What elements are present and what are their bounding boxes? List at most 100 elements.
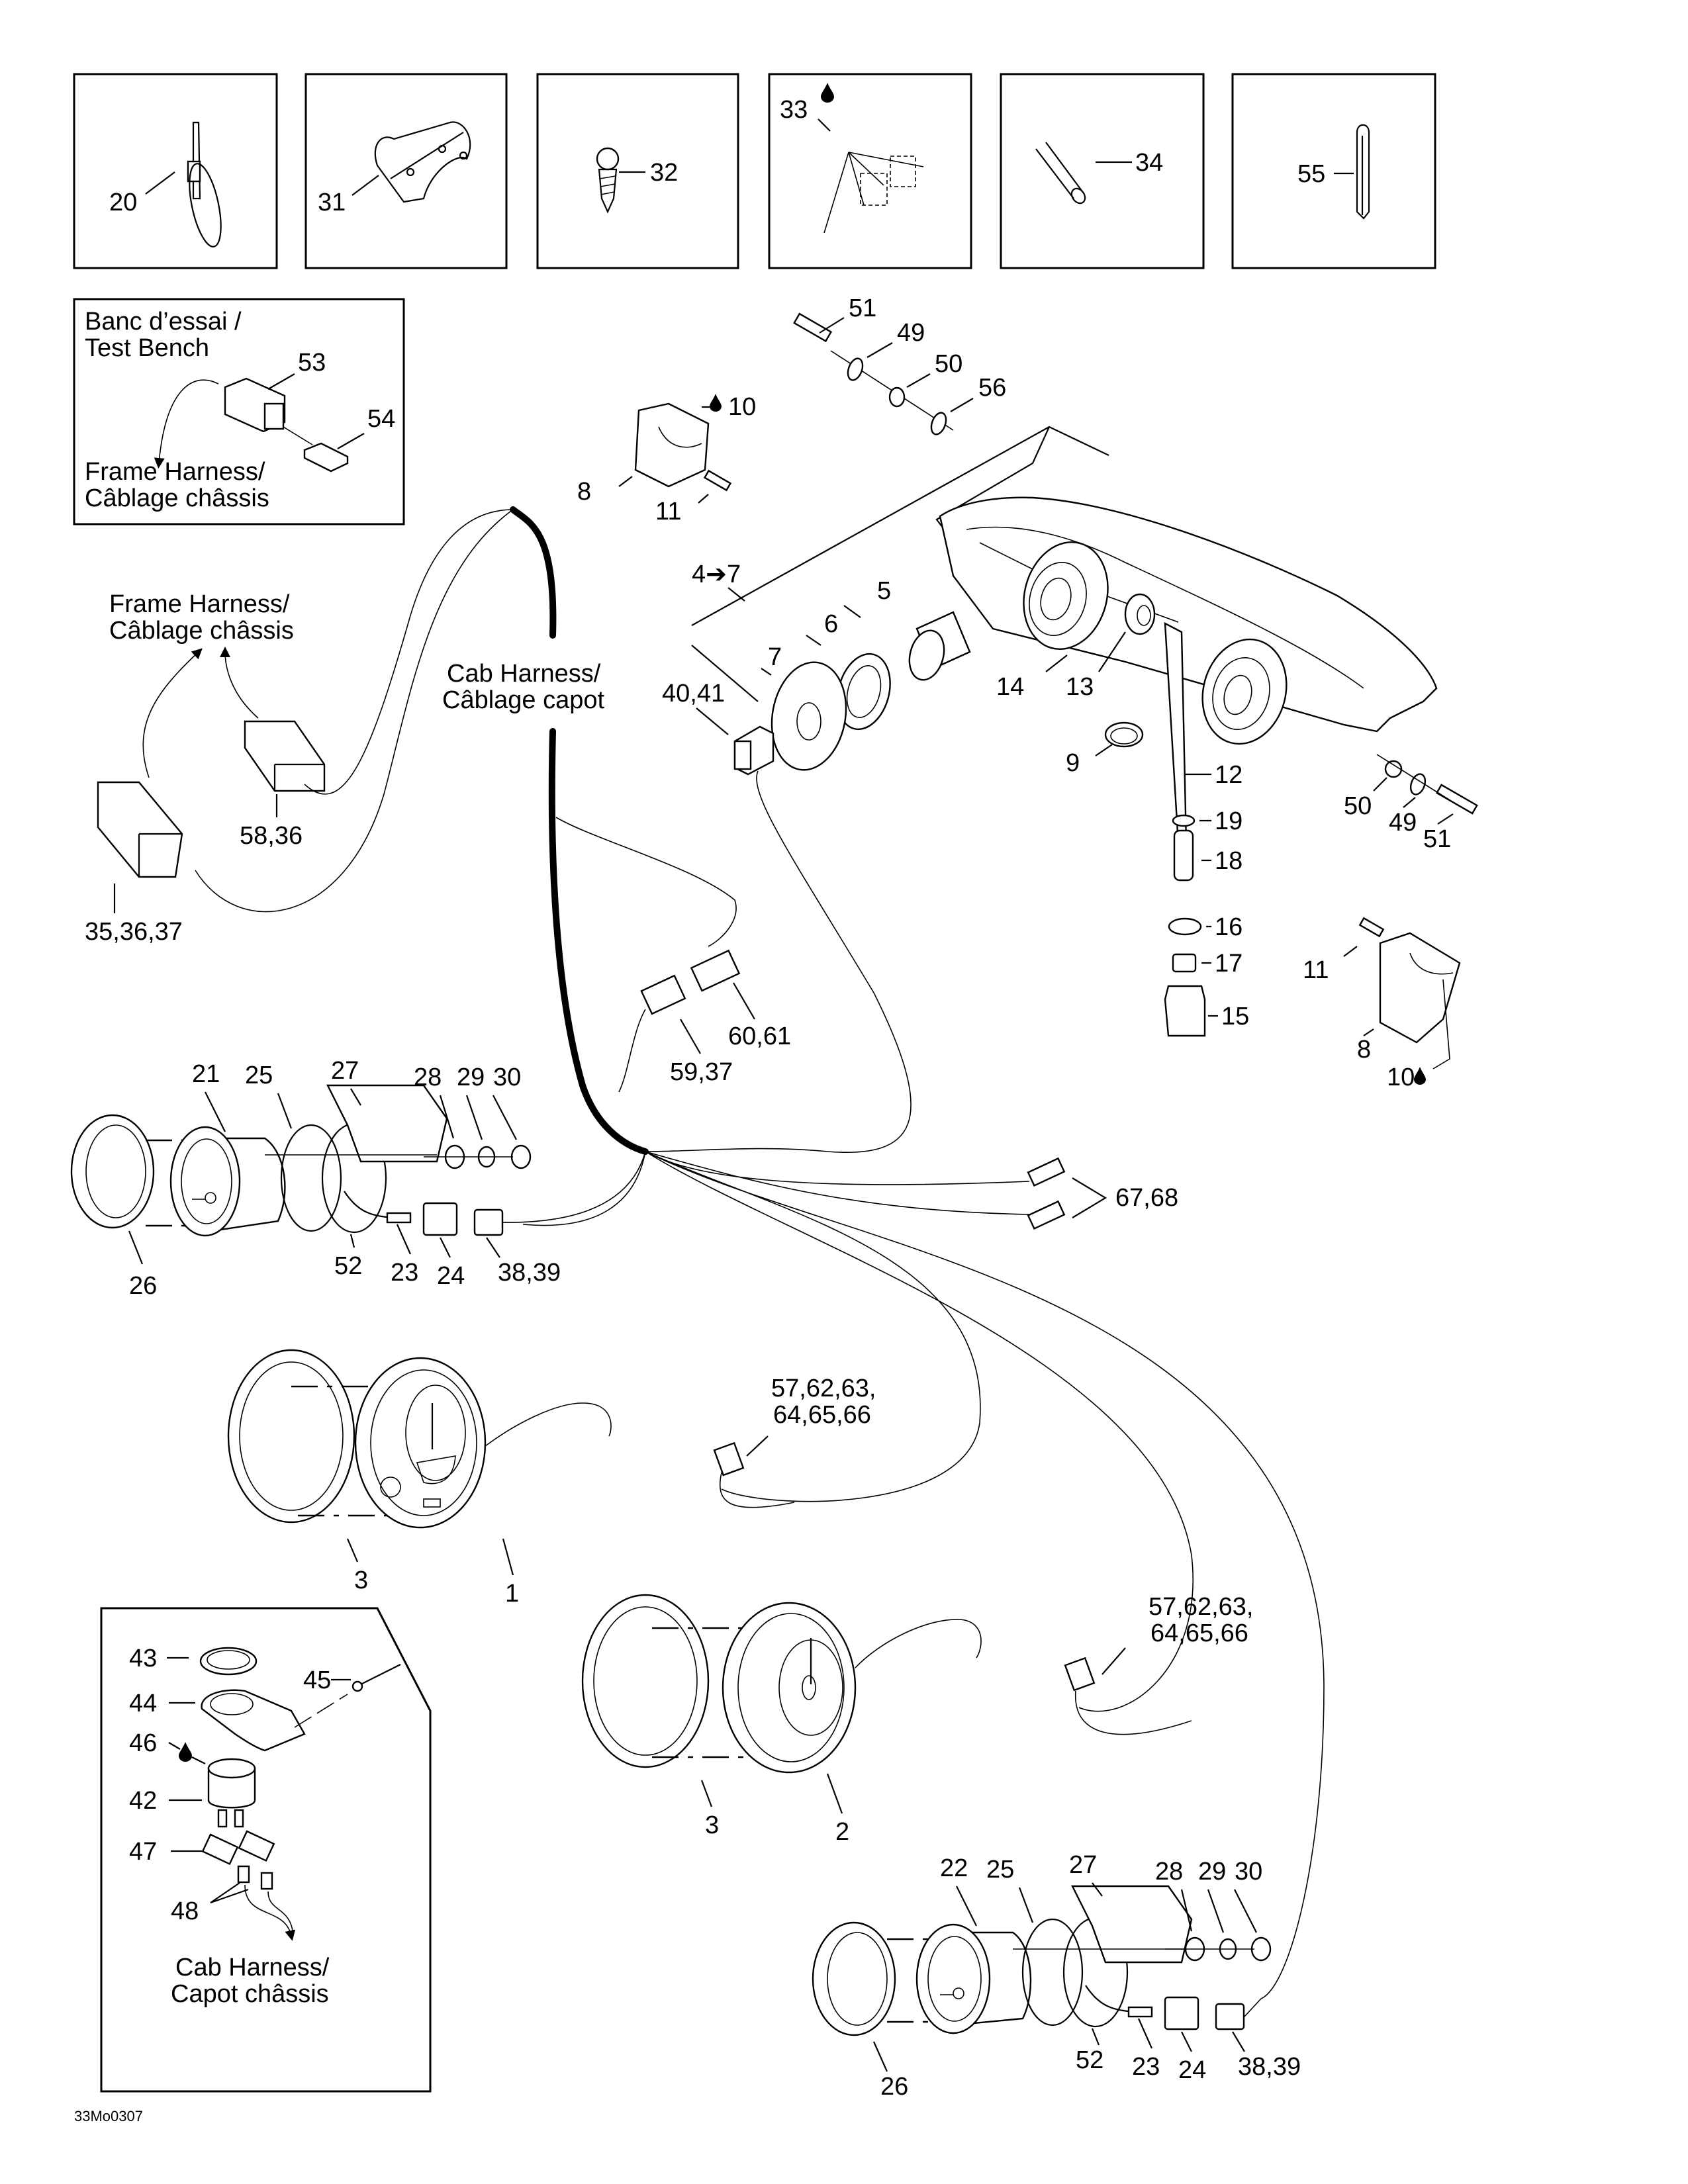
part-label: 35,36,37 [85,918,183,946]
part-label: 50 [1344,792,1372,820]
part-label: 46 [129,1729,157,1757]
washer-49-top: 49 [847,319,925,381]
washer-49-bottom [1409,773,1427,796]
part-label: 42 [129,1787,157,1815]
frame-harness-label-fr: Câblage châssis [109,617,294,645]
cab-harness-label-en: Cab Harness/ [447,660,601,688]
part-label: 18 [1215,847,1243,875]
bolt-51-bottom [1435,784,1478,815]
cab-harness-label-fr: Câblage capot [442,686,605,714]
part-label: 67,68 [1115,1184,1178,1212]
part-label: 52 [334,1252,362,1280]
gauge-assembly-21: 21 25 27 28 29 30 26 52 23 24 38,39 [70,1057,646,1300]
part-label: 54 [367,405,395,433]
nut-30 [1250,1936,1272,1962]
part-label: 49 [897,319,925,347]
part-label: 40,41 [662,680,725,707]
part-label: 30 [493,1064,521,1091]
terminal-48 [237,1865,250,1884]
tachometer-assembly: 57,62,63, 64,65,66 3 2 [581,1593,1253,1846]
nut-50-top: 50 [888,350,962,408]
part-label: 57,62,63, [1149,1593,1253,1621]
part-label: 58,36 [240,822,303,850]
test-bench-title-en: Test Bench [85,334,209,362]
part-label: 6 [824,610,838,638]
grease-drop-icon [821,83,834,103]
bracket-icon [374,121,471,203]
grease-drop-icon [710,394,722,412]
part-label: 57,62,63, [771,1375,876,1402]
connector-24 [422,1202,458,1236]
part-label: 9 [1066,749,1080,777]
part-label: 47 [129,1838,157,1866]
part-label: 23 [391,1259,418,1287]
bezel-3 [581,1594,710,1768]
wire [645,1151,1030,1215]
part-label: 19 [1215,807,1243,835]
connector-38-39 [1215,2003,1245,2030]
bezel-26 [70,1114,155,1229]
part-label: 45 [303,1666,331,1694]
bezel-26 [812,1921,896,2036]
gauge-21 [169,1126,241,1237]
bolt-51-top: 51 [793,295,876,343]
connector-60-61: 60,61 [690,949,791,1050]
test-bench-box: Banc d’essai / Test Bench 53 54 Frame Ha… [73,298,405,525]
part-label: 24 [437,1262,465,1290]
part-label: 44 [129,1690,157,1717]
connector-24 [1164,1996,1199,2030]
frame-harness-label-en: Frame Harness/ [109,590,290,618]
gauge-assembly-22: 22 25 27 28 29 30 26 52 23 24 38,39 [812,1851,1301,2101]
bracket-27 [1071,1885,1193,1964]
wire [618,1009,646,1093]
part-label: 15 [1221,1003,1249,1030]
part-label: 64,65,66 [773,1401,871,1429]
part-label: 25 [245,1062,273,1089]
connector-53-icon [224,377,286,433]
cable-tie-icon [187,121,222,248]
bracket-44 [201,1689,306,1752]
spring-clip-9 [1104,721,1144,748]
bulb-socket-23 [1127,2006,1153,2018]
wire [195,509,514,913]
part-label: 3 [705,1811,719,1839]
top-box-32: 32 [536,73,739,269]
bracket-8-top: 10 8 11 [577,393,756,525]
part-label: 12 [1215,761,1243,789]
part-label: 30 [1235,1858,1262,1886]
top-box-20: 20 [73,73,278,269]
part-label: 56 [978,374,1006,402]
top-box-31: 31 [305,73,508,269]
nut-30 [510,1144,532,1169]
terminal-housing-47 [201,1833,239,1866]
part-label: 50 [935,350,962,378]
connector-57-66 [1064,1657,1096,1692]
ring-43 [199,1647,258,1676]
gauge-1 [354,1357,487,1529]
bulb-5 [908,611,971,681]
washer-19 [1172,814,1196,827]
wire [645,1151,1325,1999]
terminals-67-68: 67,68 [1027,1157,1178,1230]
part-label: 5 [877,577,891,605]
connector-59-37: 59,37 [640,974,733,1086]
cab-harness-label-fr: Capot châssis [171,1980,329,2008]
wire [645,770,912,1153]
part-label: 26 [129,1272,157,1300]
part-label: 49 [1389,809,1417,837]
wire [645,1151,1194,1712]
nut-17 [1172,953,1197,973]
part-label: 11 [655,498,681,525]
frame-harness-callout: Frame Harness/ Câblage châssis [109,590,294,778]
cab-harness-label-en: Cab Harness/ [175,1954,330,1981]
wire [304,509,514,795]
part-label: 20 [109,189,137,216]
part-label: 48 [171,1897,199,1925]
part-label: 25 [986,1856,1014,1884]
outlet-inset-box: 43 45 44 46 42 47 48 Cab Ha [100,1607,432,2093]
module-58-36: 58,36 [240,720,326,850]
part-label: 22 [940,1854,968,1882]
dielectric-grease-icon [823,152,924,234]
part-label: 27 [331,1057,359,1085]
part-label: 38,39 [1238,2053,1301,2081]
